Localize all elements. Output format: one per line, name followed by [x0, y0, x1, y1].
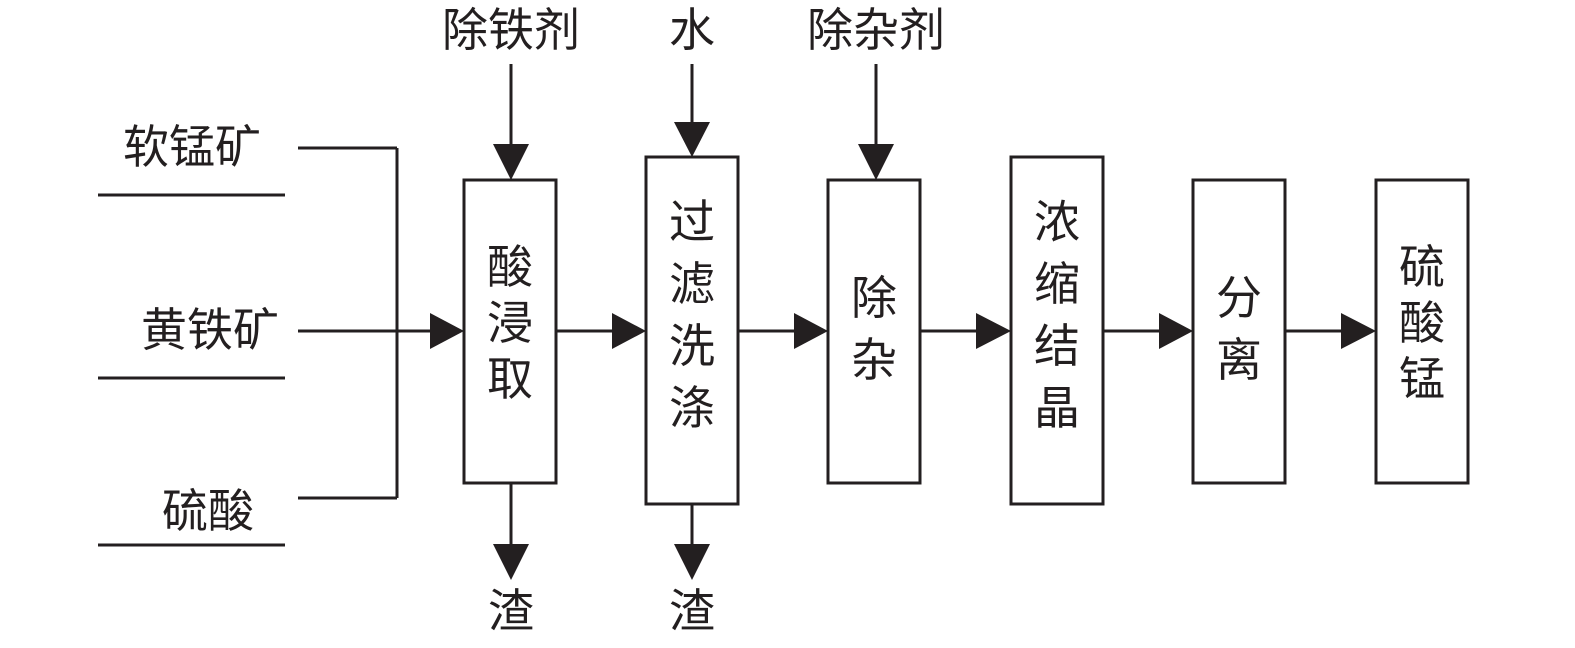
step-label-filter-wash: 过滤洗涤 — [669, 195, 715, 435]
top-input-arrow — [493, 144, 529, 180]
input-label-manganese-ore: 软锰矿 — [123, 120, 261, 174]
step-box-filter-wash — [644, 155, 740, 506]
step-label-manganese-sulfate: 硫酸锰 — [1399, 240, 1445, 406]
step-label-acid-leaching: 酸浸取 — [487, 240, 533, 406]
flow-arrow — [1159, 313, 1193, 349]
step-label-separation: 分离 — [1216, 271, 1262, 387]
step-label-concentrate-crystallize: 浓缩结晶 — [1034, 195, 1080, 435]
top-input-label: 水 — [669, 3, 715, 57]
top-input-arrow — [858, 144, 894, 180]
step-box-manganese-sulfate — [1374, 178, 1470, 485]
top-input-label: 除铁剂 — [442, 3, 580, 57]
step-label-impurity-removal: 除杂 — [851, 271, 897, 387]
step-box-separation — [1191, 178, 1287, 485]
top-input-arrow — [674, 122, 710, 157]
flow-arrow — [612, 313, 646, 349]
bottom-output-label: 渣 — [488, 584, 534, 638]
top-input-label: 除杂剂 — [807, 3, 945, 57]
flow-arrow — [794, 313, 828, 349]
step-box-concentrate-crystallize — [1009, 155, 1105, 506]
bottom-output-arrow — [493, 544, 529, 580]
bottom-output-arrow — [674, 544, 710, 580]
flow-arrow — [1341, 313, 1376, 349]
step-box-impurity-removal — [826, 178, 922, 485]
input-label-pyrite: 黄铁矿 — [141, 303, 279, 357]
flow-arrow — [430, 313, 464, 349]
flow-arrow — [976, 313, 1011, 349]
input-label-sulfuric-acid: 硫酸 — [162, 484, 254, 538]
bottom-output-label: 渣 — [669, 584, 715, 638]
